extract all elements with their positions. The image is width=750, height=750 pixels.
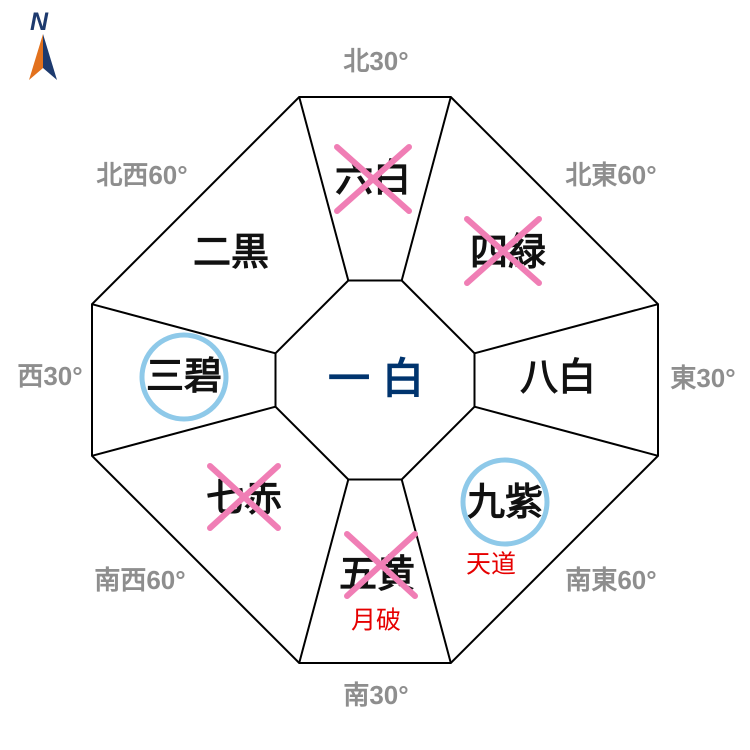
center-star-label: 一白 (327, 355, 437, 402)
angle-label-north: 北30° (343, 46, 409, 76)
inner-octagon-outline (274, 279, 476, 481)
angle-label-east: 東30° (670, 363, 736, 393)
star-label-east: 八白 (519, 357, 597, 399)
sector-divider-lines (91, 96, 659, 664)
star-label-southeast: 九紫 (466, 482, 544, 524)
annotation-geppa-south: 月破 (350, 606, 402, 635)
angle-label-southwest: 南西60° (94, 565, 186, 595)
star-label-southwest: 七赤 (205, 478, 283, 520)
compass-north-icon (29, 34, 57, 80)
star-label-northeast: 四緑 (469, 232, 547, 274)
star-label-south: 五黄 (338, 554, 416, 596)
star-label-west: 三碧 (145, 356, 223, 398)
compass: N (16, 8, 86, 88)
star-label-north: 六白 (334, 158, 412, 200)
annotation-tendo-southeast: 天道 (465, 550, 517, 579)
angle-label-northwest: 北西60° (96, 160, 188, 190)
angle-label-southeast: 南東60° (565, 565, 657, 595)
star-label-northwest: 二黒 (192, 232, 270, 274)
angle-label-west: 西30° (17, 361, 83, 391)
compass-n-label: N (30, 8, 49, 36)
angle-label-south: 南30° (343, 680, 409, 710)
angle-label-northeast: 北東60° (565, 160, 657, 190)
